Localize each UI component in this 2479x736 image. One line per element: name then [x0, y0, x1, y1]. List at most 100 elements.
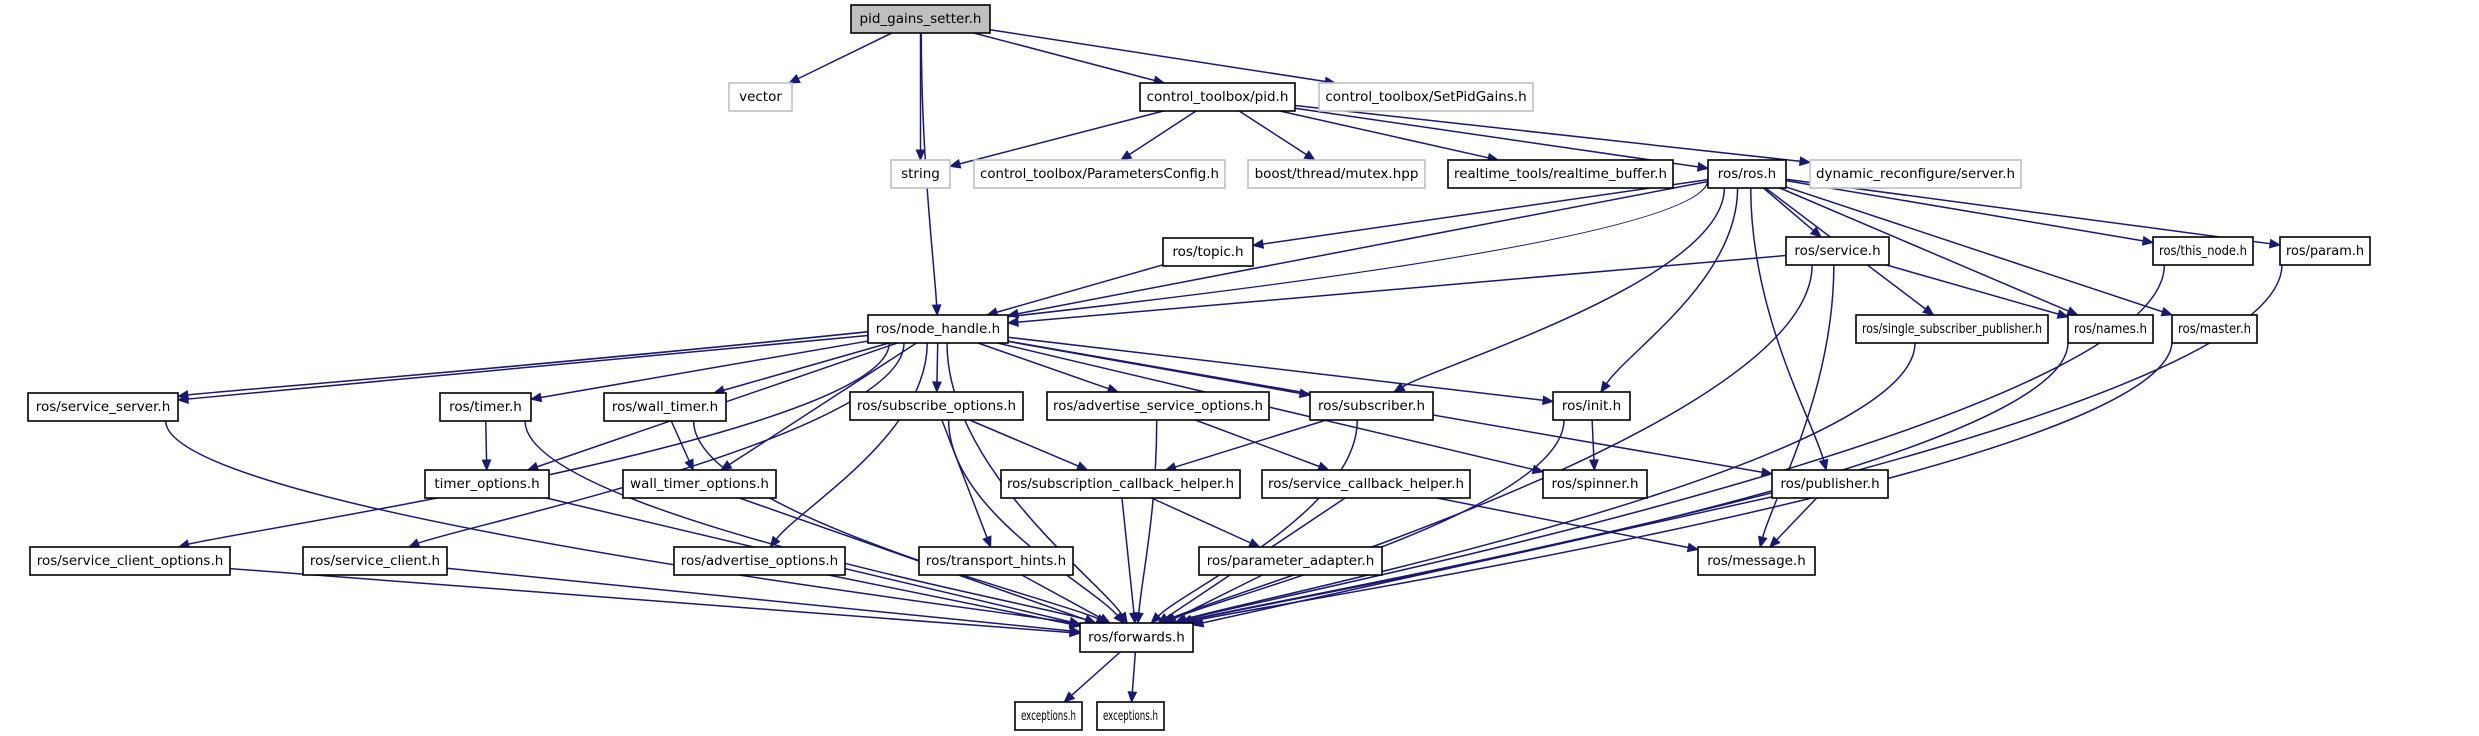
node-subscribe-options[interactable]: ros/subscribe_options.h	[849, 391, 1024, 421]
edge-line	[1007, 336, 1544, 402]
edge-ros-to-names	[1779, 187, 2079, 316]
node-box	[890, 159, 951, 189]
node-box	[29, 546, 231, 576]
node-exceptions-1[interactable]: exceptions.h	[1014, 701, 1083, 731]
node-subscription-cb-helper[interactable]: ros/subscription_callback_helper.h	[1000, 469, 1241, 499]
arrowhead-icon	[1251, 239, 1265, 249]
node-message[interactable]: ros/message.h	[1697, 546, 1816, 576]
node-label: ros/single_subscriber_publisher.h	[1862, 321, 2042, 337]
node-service[interactable]: ros/service.h	[1785, 236, 1890, 266]
node-spinner[interactable]: ros/spinner.h	[1542, 469, 1648, 499]
node-box	[1096, 701, 1165, 731]
edge-advertise_service_options-to-service_cb_helper	[1195, 419, 1330, 471]
node-timer[interactable]: ros/timer.h	[439, 392, 532, 422]
edge-line	[229, 567, 1071, 634]
arrowhead-icon	[1006, 317, 1019, 327]
arrowhead-icon	[1150, 612, 1163, 624]
edge-ros-to-node_handle	[1006, 180, 1709, 319]
arrowhead-icon	[932, 381, 942, 394]
edge-line	[1761, 264, 1835, 538]
node-init[interactable]: ros/init.h	[1552, 391, 1631, 421]
node-box	[918, 546, 1074, 576]
edge-line	[1157, 419, 1359, 617]
node-master[interactable]: ros/master.h	[2171, 314, 2258, 344]
node-box	[2152, 236, 2254, 266]
arrowhead-icon	[1686, 542, 1700, 553]
edge-line	[1294, 107, 1699, 168]
node-label: control_toolbox/pid.h	[1147, 89, 1289, 105]
edge-wall_timer-to-wall_timer_options	[670, 420, 694, 472]
edge-line	[1017, 180, 1709, 315]
node-param[interactable]: ros/param.h	[2279, 236, 2371, 266]
node-label: ros/wall_timer.h	[612, 399, 718, 415]
node-timer-options[interactable]: timer_options.h	[424, 469, 550, 499]
edge-line	[1017, 254, 1787, 323]
node-label: boost/thread/mutex.hpp	[1255, 166, 1419, 182]
node-wall-timer[interactable]: ros/wall_timer.h	[603, 392, 727, 422]
edge-node_handle-to-service_client	[407, 342, 905, 548]
edge-line	[446, 567, 1071, 632]
node-label: wall_timer_options.h	[630, 476, 769, 492]
edge-line	[1128, 110, 1197, 156]
edge-line	[1279, 110, 1489, 159]
node-label: ros/service_server.h	[36, 399, 171, 415]
edge-service-to-message	[1758, 264, 1835, 549]
node-ros[interactable]: ros/ros.h	[1707, 159, 1787, 189]
arrowhead-icon	[1922, 304, 1935, 316]
node-topic[interactable]: ros/topic.h	[1162, 237, 1254, 267]
node-service-server[interactable]: ros/service_server.h	[27, 392, 179, 422]
arrowhead-icon	[176, 394, 189, 404]
node-node-handle[interactable]: ros/node_handle.h	[867, 314, 1009, 344]
node-transport-hints[interactable]: ros/transport_hints.h	[918, 546, 1074, 576]
node-pid[interactable]: control_toolbox/pid.h	[1139, 82, 1296, 112]
edge-transport_hints-to-forwards	[1021, 574, 1112, 624]
node-label: ros/subscribe_options.h	[857, 398, 1016, 414]
arrowhead-icon	[1393, 382, 1406, 393]
edge-subscribe_options-to-transport_hints	[941, 419, 992, 549]
node-realtime-buffer[interactable]: realtime_tools/realtime_buffer.h	[1447, 159, 1674, 189]
node-label: dynamic_reconfigure/server.h	[1816, 166, 2015, 182]
node-box	[2279, 236, 2371, 266]
node-dynreconf: dynamic_reconfigure/server.h	[1809, 159, 2022, 189]
node-wall-timer-options[interactable]: wall_timer_options.h	[622, 469, 777, 499]
edge-line	[977, 342, 1109, 390]
node-parameter-adapter[interactable]: ros/parameter_adapter.h	[1198, 546, 1383, 576]
node-label: ros/param.h	[2286, 243, 2364, 259]
node-forwards[interactable]: ros/forwards.h	[1079, 622, 1194, 653]
node-label: string	[901, 166, 940, 182]
node-single-sub-pub[interactable]: ros/single_subscriber_publisher.h	[1855, 314, 2049, 344]
node-service-client[interactable]: ros/service_client.h	[302, 546, 448, 576]
node-label: ros/forwards.h	[1088, 630, 1185, 646]
node-this-node[interactable]: ros/this_node.h	[2152, 236, 2254, 266]
edge-line	[1174, 574, 1263, 620]
node-advertise-service-options[interactable]: ros/advertise_service_options.h	[1046, 391, 1270, 421]
node-advertise-options[interactable]: ros/advertise_options.h	[673, 546, 846, 576]
node-subscriber[interactable]: ros/subscriber.h	[1309, 391, 1434, 421]
edge-line	[1174, 419, 1327, 468]
edge-line	[1151, 497, 1251, 544]
edge-line	[540, 340, 869, 399]
node-publisher[interactable]: ros/publisher.h	[1771, 469, 1889, 499]
edge-service_server-to-forwards	[165, 420, 1082, 628]
edge-line	[1402, 187, 1726, 388]
node-service-client-options[interactable]: ros/service_client_options.h	[29, 546, 231, 576]
node-names[interactable]: ros/names.h	[2067, 314, 2154, 344]
node-label: ros/service_callback_helper.h	[1268, 476, 1464, 492]
node-label: ros/advertise_service_options.h	[1053, 398, 1263, 414]
node-label: ros/master.h	[2178, 321, 2251, 337]
edge-line	[188, 342, 890, 545]
arrowhead-icon	[1068, 619, 1082, 629]
edge-line	[1779, 187, 2069, 312]
node-pid-gains-setter[interactable]: pid_gains_setter.h	[850, 4, 991, 34]
arrowhead-icon	[1799, 156, 1812, 167]
node-box	[27, 392, 179, 422]
node-exceptions-2[interactable]: exceptions.h	[1096, 701, 1165, 731]
node-box	[424, 469, 550, 499]
node-label: ros/service_client.h	[310, 553, 440, 569]
node-string: string	[890, 159, 951, 189]
edge-line	[1171, 264, 1813, 619]
edge-node_handle-to-advertise_service_options	[977, 342, 1120, 394]
edge-line	[1195, 419, 1320, 468]
node-service-cb-helper[interactable]: ros/service_callback_helper.h	[1261, 469, 1471, 499]
node-box	[1542, 469, 1648, 499]
